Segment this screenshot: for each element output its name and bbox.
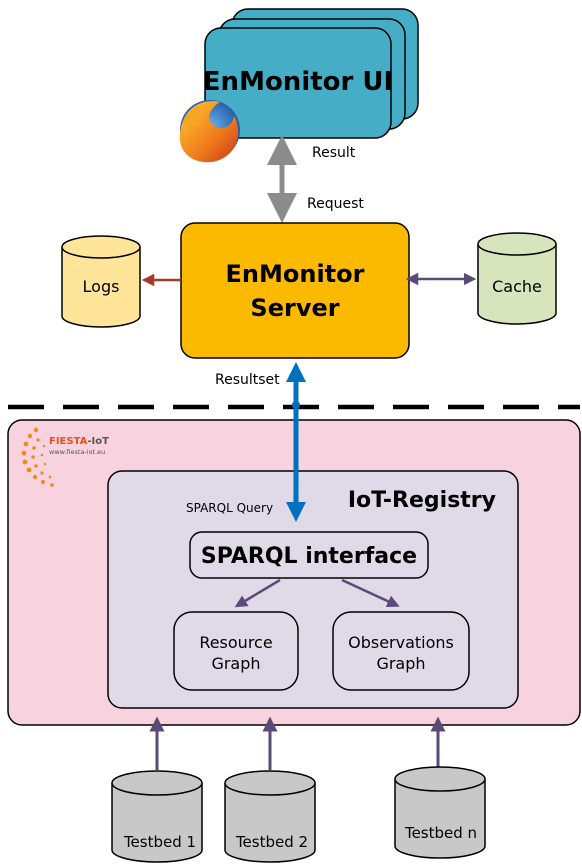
testbed-2-database: Testbed 2 — [224, 770, 316, 863]
sparql-interface-label: SPARQL interface — [201, 544, 417, 569]
resource-graph-box — [173, 611, 299, 691]
enmonitor-server: EnMonitor Server — [180, 222, 410, 359]
fiesta-logo-name: FIESTA — [49, 436, 88, 447]
fiesta-logo-url: www.fiesta-iot.eu — [49, 448, 105, 456]
enmonitor-ui-stack: EnMonitor UI — [203, 8, 419, 139]
sparql-to-resource-arrow — [234, 578, 281, 608]
cache-database: Cache — [477, 232, 557, 325]
testbed-n-database: Testbed n — [394, 766, 486, 859]
observations-graph-box — [332, 611, 470, 691]
result-label: Result — [312, 145, 356, 161]
fiesta-logo-dots-icon — [21, 427, 54, 487]
logs-database: Logs — [61, 235, 141, 328]
cache-label: Cache — [492, 277, 542, 296]
server-title-line1: EnMonitor — [226, 260, 365, 288]
request-label: Request — [307, 196, 364, 212]
logs-label: Logs — [83, 277, 120, 296]
svg-text:FIESTA-IoT: FIESTA-IoT — [49, 436, 109, 447]
resultset-label: Resultset — [215, 372, 280, 388]
iot-registry-title: IoT-Registry — [348, 488, 496, 513]
resource-graph-line2: Graph — [211, 654, 260, 673]
resource-graph-line1: Resource — [199, 633, 272, 652]
testbed-2-label: Testbed 2 — [235, 833, 308, 851]
testbed-n-label: Testbed n — [404, 824, 477, 842]
observations-graph-line1: Observations — [348, 633, 454, 652]
sparql-query-label: SPARQL Query — [186, 501, 273, 515]
ui-title: EnMonitor UI — [203, 67, 393, 97]
sparql-arrow-junction — [292, 401, 300, 409]
sparql-to-observations-arrow — [341, 578, 400, 608]
observations-graph-line2: Graph — [376, 654, 425, 673]
server-box — [180, 222, 410, 359]
testbed-1-label: Testbed 1 — [123, 833, 196, 851]
testbed-1-database: Testbed 1 — [111, 770, 203, 863]
fiesta-logo-suffix: -IoT — [87, 436, 109, 447]
firefox-icon — [179, 100, 240, 163]
server-title-line2: Server — [250, 294, 339, 322]
sparql-interface-box — [189, 531, 429, 579]
ui-window-front — [204, 27, 392, 139]
fiesta-logo: FIESTA-IoT www.fiesta-iot.eu — [21, 427, 109, 487]
